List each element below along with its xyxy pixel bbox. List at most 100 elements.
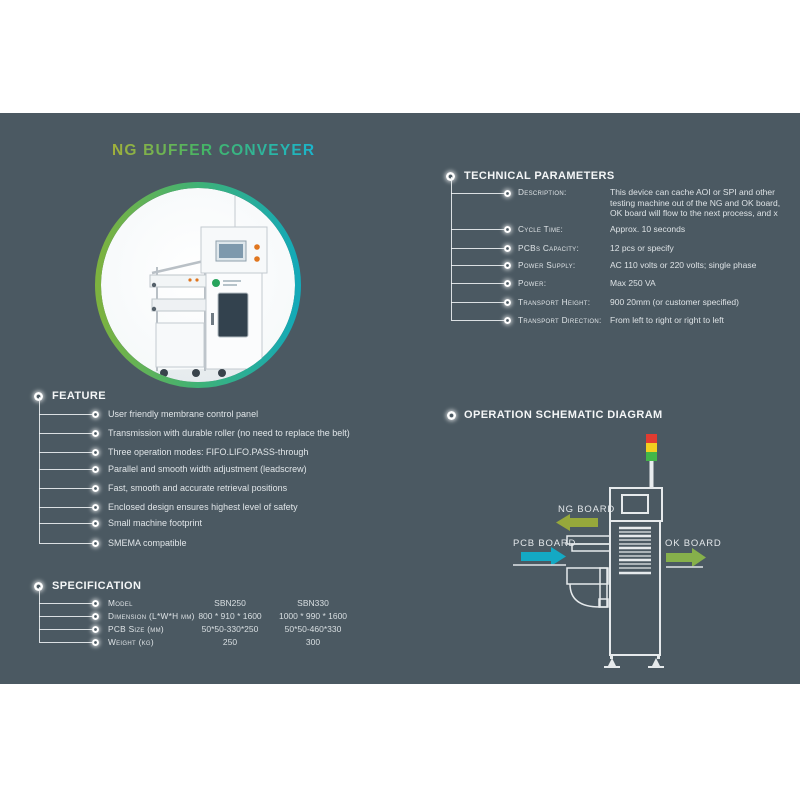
connector-stub — [39, 629, 92, 630]
buffer-machine-photo — [131, 195, 287, 382]
ng-board-arrow — [556, 514, 598, 531]
tech-label: Description: — [518, 187, 567, 197]
feature-item: Enclosed design ensures highest level of… — [108, 502, 298, 512]
operation-schematic: NG BOARD PCB BOARD OK BOARD — [513, 434, 722, 668]
spec-model1: SBN250 — [214, 598, 246, 608]
pcb-track-line — [513, 564, 566, 566]
row-bullet — [92, 600, 99, 607]
row-bullet — [92, 411, 99, 418]
feature-item: Three operation modes: FIFO.LIFO.PASS-th… — [108, 447, 309, 457]
spec-label: Model — [108, 598, 133, 608]
connector-stub — [451, 193, 507, 194]
connector-stub — [39, 523, 92, 524]
tech-value: This device can cache AOI or SPI and oth… — [610, 187, 781, 218]
tower-light-green — [646, 452, 657, 461]
row-bullet — [92, 430, 99, 437]
tower-light-red — [646, 434, 657, 443]
connector-stub — [39, 616, 92, 617]
tech-label: Transport Height: — [518, 297, 591, 307]
page-title: NG BUFFER CONVEYER — [112, 142, 316, 159]
feature-item: User friendly membrane control panel — [108, 409, 259, 419]
spec-model2: 50*50-460*330 — [284, 624, 342, 634]
connector-stub — [451, 248, 507, 249]
row-bullet — [92, 613, 99, 620]
tech-value: 12 pcs or specify — [610, 243, 674, 253]
row-bullet — [92, 639, 99, 646]
product-photo — [95, 182, 301, 388]
connector-stub — [39, 488, 92, 489]
connector-stub — [451, 302, 507, 303]
row-bullet — [92, 626, 99, 633]
buffer-rack-slats — [619, 526, 651, 575]
connector-stub — [39, 642, 92, 643]
feature-item: Fast, smooth and accurate retrieval posi… — [108, 483, 288, 493]
connector-stub — [451, 320, 507, 321]
connector-stub — [451, 283, 507, 284]
tech-value: 900 20mm (or customer specified) — [610, 297, 739, 307]
row-bullet — [92, 540, 99, 547]
connector-stub — [39, 452, 92, 453]
connector-stub — [39, 433, 92, 434]
ok-track-line — [666, 566, 703, 568]
ok-board-label: OK BOARD — [665, 538, 722, 549]
tech-value: Max 250 VA — [610, 278, 656, 288]
feature-item: Small machine footprint — [108, 518, 203, 528]
section-bullet — [34, 582, 43, 591]
row-bullet — [92, 466, 99, 473]
tech-label: PCBs Capacity: — [518, 243, 580, 253]
machine-outline — [566, 487, 663, 656]
row-bullet — [504, 226, 511, 233]
connector-stub — [39, 469, 92, 470]
feature-item: Parallel and smooth width adjustment (le… — [108, 464, 307, 474]
feature-heading: FEATURE — [52, 390, 106, 402]
spec-label: Weight (kg) — [108, 637, 154, 647]
row-bullet — [92, 520, 99, 527]
spec-model2: 1000 * 990 * 1600 — [278, 611, 348, 621]
spec-label: Dimension (L*W*H mm) — [108, 611, 195, 621]
pcb-board-arrow — [521, 547, 566, 566]
connector-stub — [39, 603, 92, 604]
connector-trunk — [39, 587, 40, 642]
spec-label: PCB Size (mm) — [108, 624, 164, 634]
ng-board-label: NG BOARD — [558, 504, 615, 515]
row-bullet — [92, 504, 99, 511]
tech-value: Approx. 10 seconds — [610, 224, 686, 234]
technical-parameters-heading: TECHNICAL PARAMETERS — [464, 170, 615, 182]
ok-board-arrow — [666, 548, 706, 567]
row-bullet — [92, 449, 99, 456]
spec-model2: 300 — [305, 637, 321, 647]
tower-light-yellow — [646, 443, 657, 452]
tech-label: Power Supply: — [518, 260, 576, 270]
connector-trunk — [39, 397, 40, 543]
tech-value: From left to right or right to left — [610, 315, 724, 325]
row-bullet — [504, 245, 511, 252]
feature-item: SMEMA compatible — [108, 538, 187, 548]
machine-feet — [604, 655, 664, 668]
row-bullet — [504, 262, 511, 269]
spec-model1: 250 — [222, 637, 238, 647]
section-bullet — [447, 411, 456, 420]
row-bullet — [504, 317, 511, 324]
photo-gradient-ring — [95, 182, 301, 388]
specification-heading: SPECIFICATION — [52, 580, 142, 592]
section-bullet — [446, 172, 455, 181]
schematic-heading: OPERATION SCHEMATIC DIAGRAM — [464, 409, 663, 421]
connector-stub — [451, 265, 507, 266]
connector-stub — [39, 507, 92, 508]
connector-stub — [39, 414, 92, 415]
feature-item: Transmission with durable roller (no nee… — [108, 428, 350, 438]
tower-pole — [649, 461, 654, 489]
pcb-board-label: PCB BOARD — [513, 538, 576, 549]
tech-label: Power: — [518, 278, 547, 288]
row-bullet — [504, 299, 511, 306]
connector-stub — [39, 543, 92, 544]
spec-model2: SBN330 — [297, 598, 329, 608]
section-bullet — [34, 392, 43, 401]
tech-label: Cycle Time: — [518, 224, 564, 234]
spec-model1: 50*50-330*250 — [201, 624, 259, 634]
row-bullet — [504, 280, 511, 287]
row-bullet — [92, 485, 99, 492]
row-bullet — [504, 190, 511, 197]
tech-value: AC 110 volts or 220 volts; single phase — [610, 260, 757, 270]
